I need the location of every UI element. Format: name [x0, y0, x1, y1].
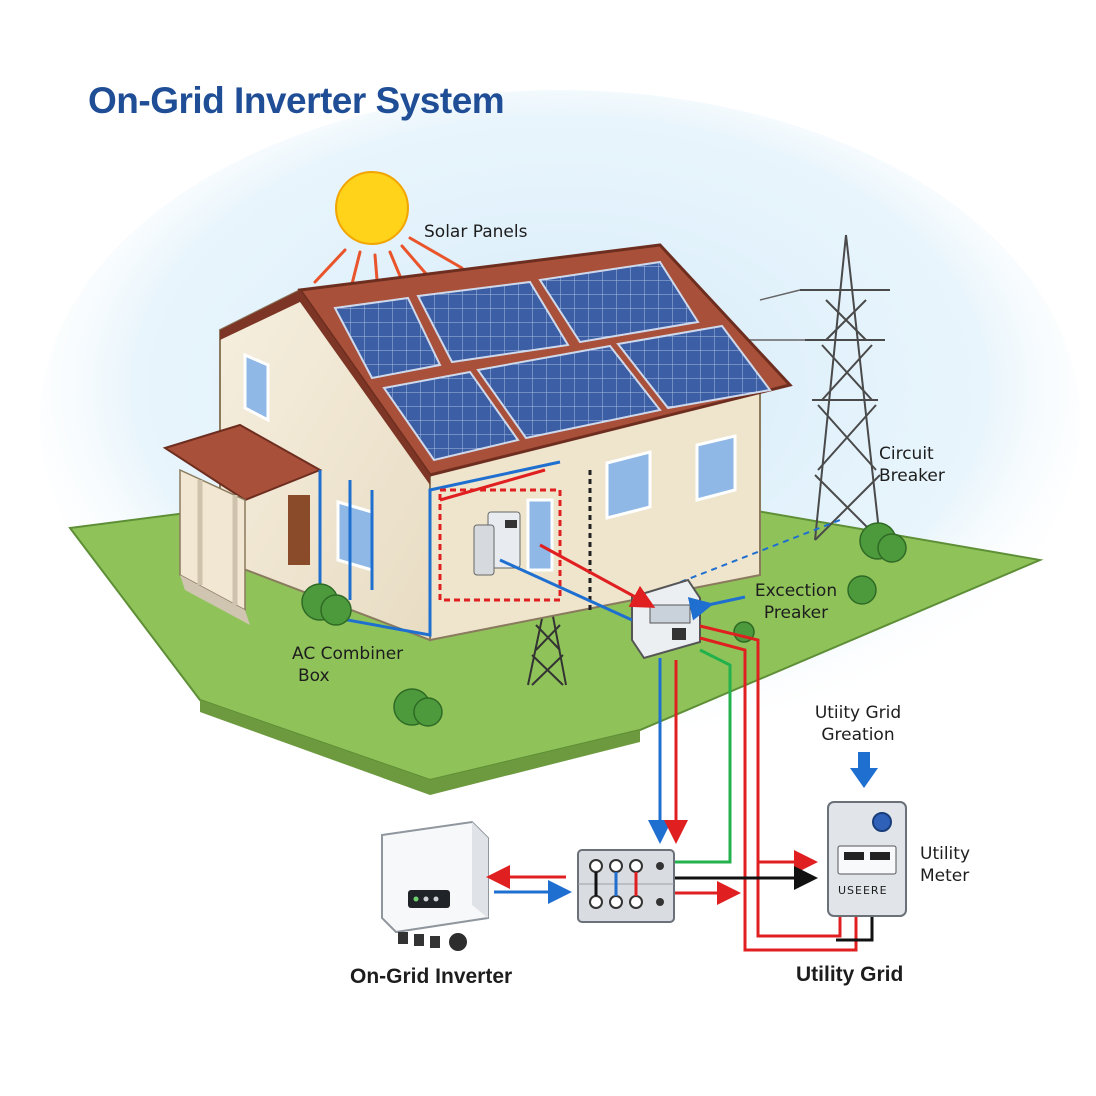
house-wiring [318, 460, 592, 637]
on-grid-inverter-device [381, 820, 489, 951]
label-on-grid-inverter: On-Grid Inverter [350, 965, 513, 988]
inverter-link-arrows [486, 865, 572, 904]
sun-icon [313, 171, 464, 302]
solar-panel-array [333, 260, 772, 462]
wall-meters [473, 511, 521, 576]
down-arrow-icon [850, 752, 878, 788]
feed-wires [499, 543, 746, 622]
meter-brand-text: USEERE [838, 884, 888, 897]
windows [243, 352, 737, 573]
label-excection-preaker: Excection Preaker [754, 581, 838, 623]
label-solar-panels: Solar Panels [424, 222, 528, 242]
label-circuit-breaker: Circuit Breaker [879, 444, 945, 486]
utility-meter-device [827, 801, 907, 917]
label-utility-meter: Utility Meter [920, 844, 971, 886]
label-utility-grid-geration: Utiity Grid Greation [814, 703, 902, 745]
porch [162, 423, 323, 625]
bushes [301, 522, 907, 727]
down-wires [648, 624, 874, 952]
ac-combiner-device [577, 849, 675, 923]
roof-gable [220, 290, 430, 485]
diagram-title: On-Grid Inverter System [88, 80, 505, 121]
label-utility-grid: Utility Grid [796, 963, 904, 986]
label-ac-combiner-box: AC Combiner Box [292, 644, 404, 686]
